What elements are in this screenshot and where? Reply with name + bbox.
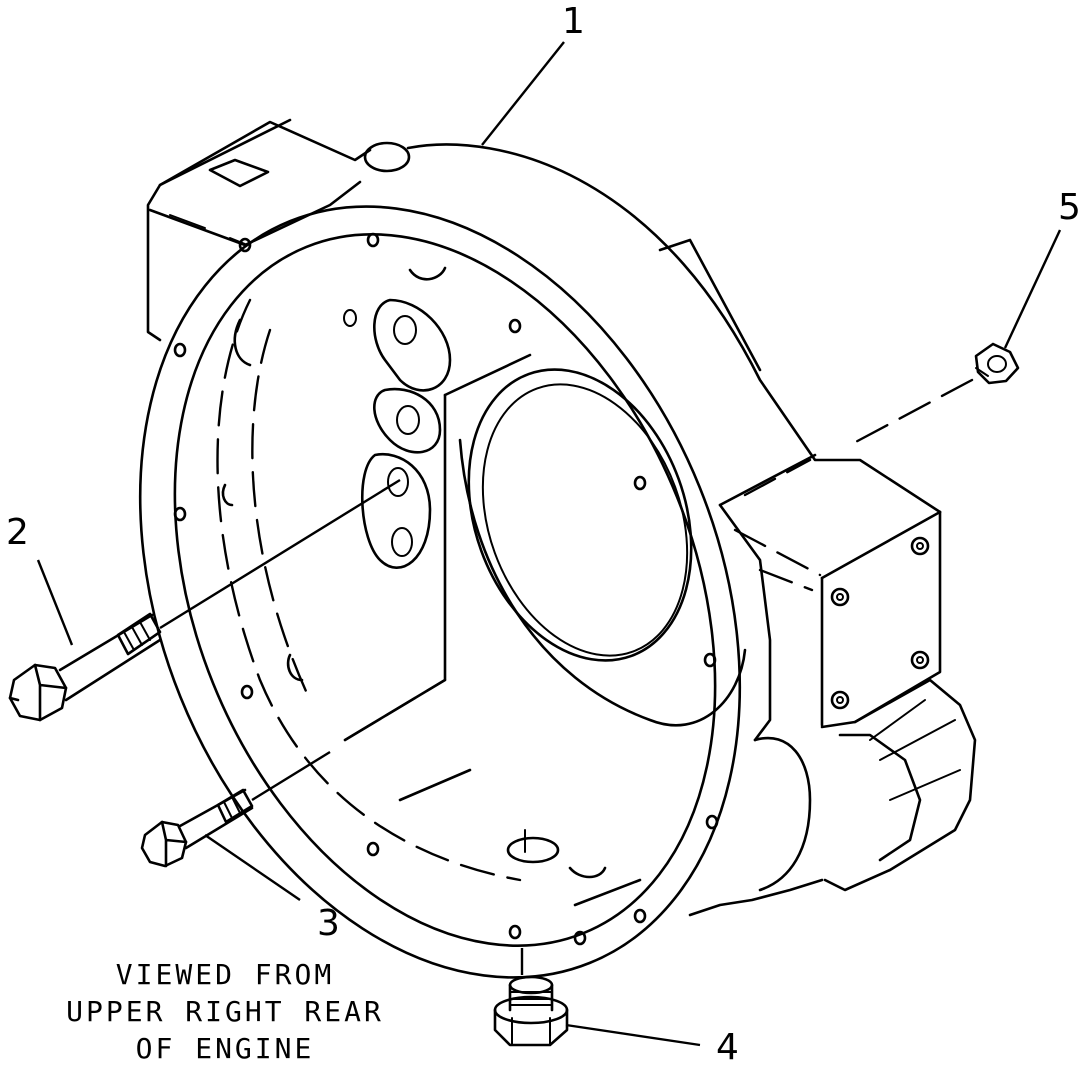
bolt-short	[140, 750, 331, 868]
callout-2: 2	[6, 512, 29, 553]
small-plug	[848, 342, 1020, 447]
caption-line-1: VIEWED FROM	[115, 958, 335, 991]
caption-line-3: OF ENGINE	[135, 1032, 315, 1065]
side-cover-bolts	[830, 536, 930, 710]
flange-bolt-holes	[173, 232, 719, 946]
callout-5: 5	[1058, 187, 1081, 228]
callout-3: 3	[317, 903, 340, 944]
bolt-long	[8, 478, 401, 722]
drain-plug	[493, 948, 569, 1047]
flywheel-housing	[138, 118, 977, 979]
callout-4: 4	[716, 1027, 739, 1068]
caption-line-2: UPPER RIGHT REAR	[66, 995, 384, 1028]
callout-leaders	[36, 41, 1062, 1047]
view-caption: VIEWED FROM UPPER RIGHT REAR OF ENGINE	[40, 956, 410, 1067]
callout-1: 1	[562, 1, 585, 42]
